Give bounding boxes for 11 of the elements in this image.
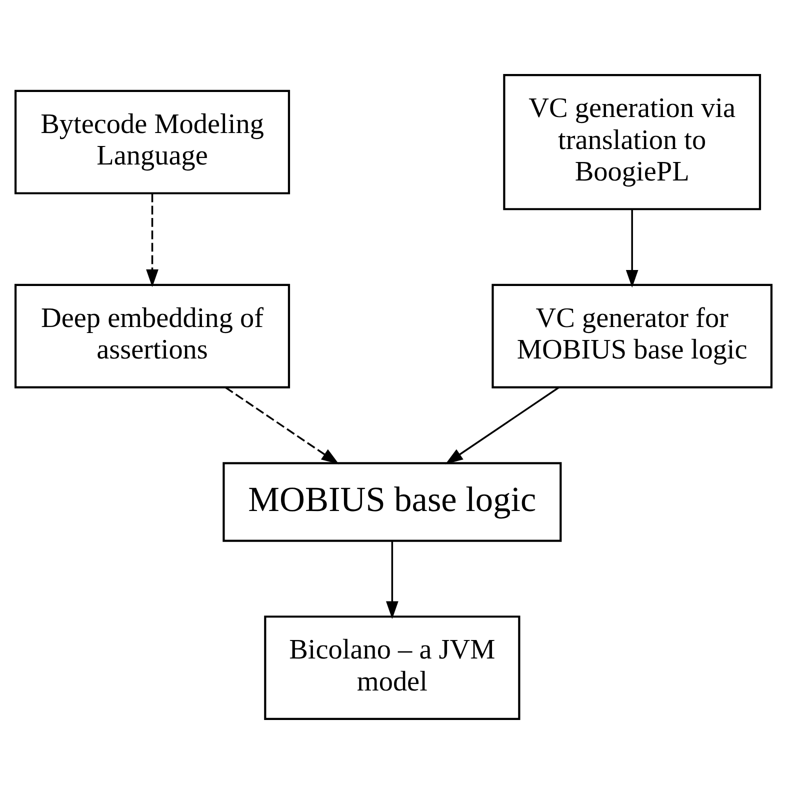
node-box: VC generator for MOBIUS base logic [492,284,773,388]
node-box: Bytecode Modeling Language [14,90,290,194]
arrow [225,386,340,464]
node-box: Bicolano – a JVM model [264,616,520,720]
node-box: Deep embedding of assertions [14,284,290,388]
arrow [626,209,638,288]
node-box: MOBIUS base logic [222,462,562,542]
arrow [445,386,560,464]
arrow [146,193,158,288]
node-box: VC generation via translation to BoogiePL [503,74,762,210]
arrow [386,541,398,619]
